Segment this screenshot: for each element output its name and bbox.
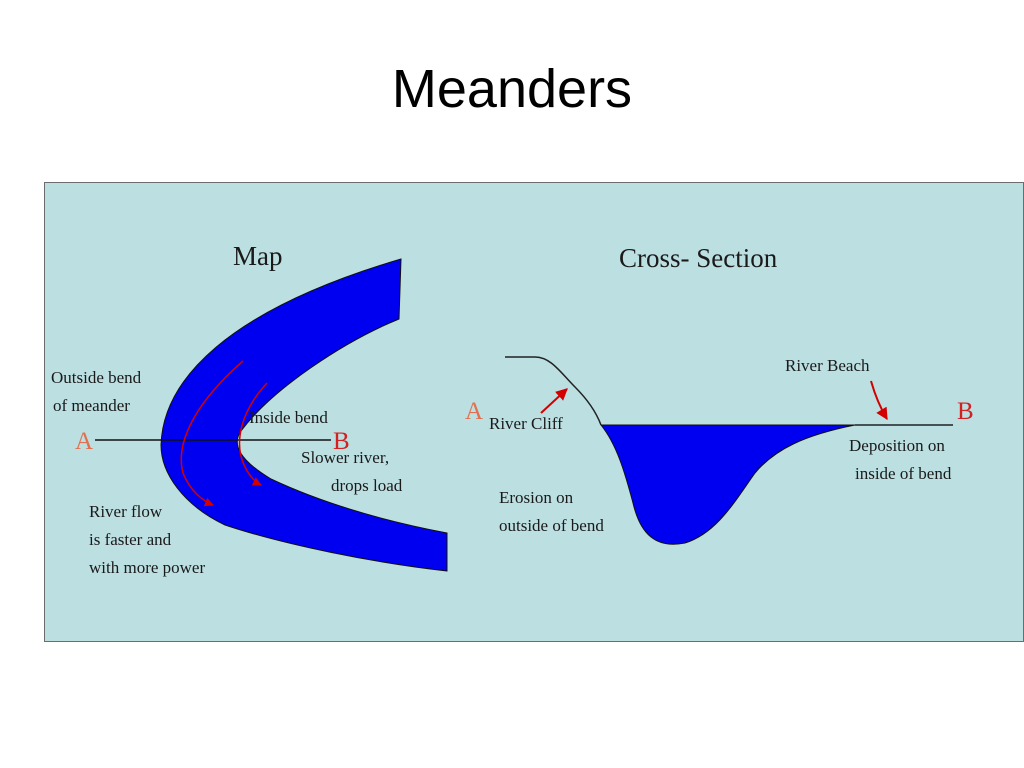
slower-river-label-2: drops load [331,476,403,495]
slide-title: Meanders [391,59,633,119]
slower-river-label-1: Slower river, [301,448,389,467]
river-beach-label: River Beach [785,356,870,375]
meander-diagram: Map A B Outside bend of meander Inside b… [44,182,1024,642]
erosion-label-1: Erosion on [499,488,574,507]
river-flow-label-3: with more power [89,558,205,577]
cross-section-water [599,424,856,545]
meander-diagram-svg: Map A B Outside bend of meander Inside b… [51,241,974,577]
slow-flow-arrow [238,382,268,486]
inside-bend-label: Inside bend [249,408,328,427]
map-point-b: B [333,428,350,455]
river-flow-label-1: River flow [89,502,163,521]
deposition-label-1: Deposition on [849,436,945,455]
erosion-label-2: outside of bend [499,516,604,535]
river-cliff-arrow [540,388,568,414]
cross-section-heading: Cross- Section [619,243,778,273]
map-heading: Map [233,241,283,271]
map-point-a: A [75,428,93,455]
river-cliff-label: River Cliff [489,414,563,433]
cross-section-point-b: B [957,398,974,425]
deposition-label-2: inside of bend [855,464,952,483]
cross-section-point-a: A [465,398,483,425]
outside-bend-label-2: of meander [53,396,130,415]
river-channel [160,258,448,572]
river-beach-arrow [870,380,888,421]
riverbank-profile [505,356,602,426]
fast-flow-arrow [180,360,244,507]
outside-bend-label-1: Outside bend [51,368,142,387]
river-flow-label-2: is faster and [89,530,172,549]
